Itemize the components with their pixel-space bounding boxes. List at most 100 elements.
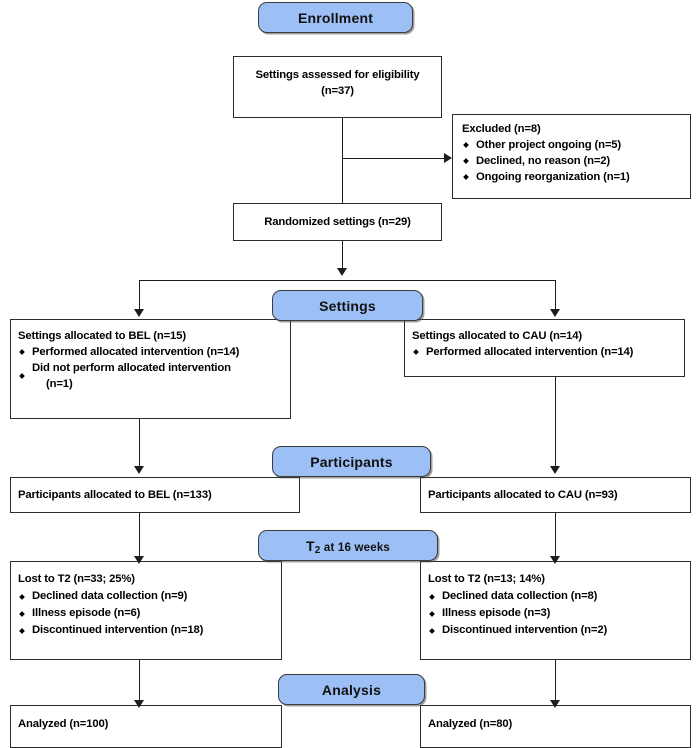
connector-lost-bel-down [139,660,140,702]
arrow-randomized-split-icon [337,268,347,276]
diamond-bullet-icon [19,611,25,617]
lost-bel-item-1: Illness episode (n=6) [32,607,141,620]
diamond-bullet-icon [19,373,25,379]
lost-cau-item-1: Illness episode (n=3) [442,607,551,620]
excluded-reason-0: Other project ongoing (n=5) [476,139,622,152]
list-item: Discontinued intervention (n=2) [428,622,682,639]
alloc-cau-title: Settings allocated to CAU (n=14) [412,330,583,342]
list-item: Illness episode (n=3) [428,605,682,622]
connector-split-bar [139,280,556,281]
connector-part-bel-down [139,513,140,558]
diamond-bullet-icon [463,142,469,148]
node-allocated-cau: Settings allocated to CAU (n=14) Perform… [404,319,685,377]
banner-analysis-label: Analysis [321,681,382,698]
banner-settings: Settings [272,290,423,321]
diamond-bullet-icon [429,593,435,600]
diamond-bullet-icon [19,349,25,355]
arrow-lost-bel-icon [134,700,144,708]
settings-assessed-line1: Settings assessed for eligibility [255,69,420,81]
analyzed-bel-title: Analyzed (n=100) [18,718,109,730]
arrow-to-excluded-icon [444,153,452,163]
banner-analysis: Analysis [278,674,425,705]
banner-enrollment: Enrollment [258,2,413,33]
list-item: Performed allocated intervention (n=14) [412,344,676,360]
diamond-bullet-icon [19,593,25,600]
diamond-bullet-icon [429,628,435,634]
diamond-bullet-icon [429,611,435,617]
banner-t2-label: T2 at 16 weeks [305,537,391,556]
alloc-bel-title: Settings allocated to BEL (n=15) [18,330,186,342]
connector-alloc-cau-down [555,377,556,468]
alloc-cau-item-0: Performed allocated intervention (n=14) [426,346,634,359]
arrow-alloc-cau-icon [550,466,560,474]
node-lost-bel: Lost to T2 (n=33; 25%) Declined data col… [10,561,282,660]
lost-cau-item-0: Declined data collection (n=8) [442,590,598,603]
diamond-bullet-icon [413,349,419,355]
list-item: Declined data collection (n=8) [428,588,682,605]
list-item: Declined data collection (n=9) [18,588,273,605]
list-item: Declined, no reason (n=2) [462,153,682,169]
node-randomized: Randomized settings (n=29) [233,203,442,241]
diamond-bullet-icon [463,174,469,180]
node-excluded: Excluded (n=8) Other project ongoing (n=… [452,114,691,199]
banner-participants-label: Participants [310,453,393,470]
banner-t2-main: T [305,537,315,554]
node-participants-cau: Participants allocated to CAU (n=93) [420,477,691,513]
connector-assessed-to-excluded [342,158,446,159]
connector-split-left [139,280,140,311]
arrow-part-bel-icon [134,556,144,564]
alloc-bel-list: Performed allocated intervention (n=14) … [18,344,282,392]
node-analyzed-cau: Analyzed (n=80) [420,705,691,748]
alloc-bel-item-1-continuation: (n=1) [46,378,73,391]
connector-randomized-down [342,241,343,271]
settings-assessed-line2: (n=37) [321,85,354,98]
alloc-bel-item-1: Did not perform allocated intervention [32,362,231,375]
banner-t2-rest: at 16 weeks [320,541,391,554]
arrow-alloc-bel-icon [134,466,144,474]
node-lost-cau: Lost to T2 (n=13; 14%) Declined data col… [420,561,691,660]
diamond-bullet-icon [463,158,469,164]
connector-alloc-bel-down [139,419,140,468]
list-item: Discontinued intervention (n=18) [18,622,273,639]
alloc-bel-item-0: Performed allocated intervention (n=14) [32,346,240,359]
lost-bel-item-0: Declined data collection (n=9) [32,590,188,603]
list-item: Did not perform allocated intervention (… [18,360,282,392]
lost-cau-list: Declined data collection (n=8) Illness e… [428,588,682,639]
arrow-split-left-icon [134,309,144,317]
list-item: Other project ongoing (n=5) [462,137,682,153]
lost-cau-title: Lost to T2 (n=13; 14%) [428,573,545,585]
arrow-split-right-icon [550,309,560,317]
node-settings-assessed: Settings assessed for eligibility (n=37) [233,56,442,118]
list-item: Illness episode (n=6) [18,605,273,622]
connector-split-right [555,280,556,311]
banner-t2: T2 at 16 weeks [258,530,438,561]
banner-participants: Participants [272,446,431,477]
lost-bel-list: Declined data collection (n=9) Illness e… [18,588,273,639]
connector-lost-cau-down [555,660,556,702]
banner-t2-sub: 2 [314,544,321,556]
node-allocated-bel: Settings allocated to BEL (n=15) Perform… [10,319,291,419]
excluded-title: Excluded (n=8) [462,123,541,135]
connector-part-cau-down [555,513,556,558]
analyzed-cau-title: Analyzed (n=80) [428,718,513,730]
arrow-lost-cau-icon [550,700,560,708]
node-analyzed-bel: Analyzed (n=100) [10,705,282,748]
list-item: Ongoing reorganization (n=1) [462,169,682,185]
lost-bel-item-2: Discontinued intervention (n=18) [32,624,204,637]
diamond-bullet-icon [19,628,25,634]
excluded-reason-2: Ongoing reorganization (n=1) [476,171,630,184]
arrow-part-cau-icon [550,556,560,564]
lost-bel-title: Lost to T2 (n=33; 25%) [18,573,135,585]
part-cau-title: Participants allocated to CAU (n=93) [428,489,618,501]
randomized-title: Randomized settings (n=29) [264,216,411,228]
part-bel-title: Participants allocated to BEL (n=133) [18,489,212,501]
alloc-cau-list: Performed allocated intervention (n=14) [412,344,676,360]
banner-settings-label: Settings [319,297,376,314]
node-participants-bel: Participants allocated to BEL (n=133) [10,477,300,513]
excluded-reason-1: Declined, no reason (n=2) [476,155,611,168]
excluded-reason-list: Other project ongoing (n=5) Declined, no… [462,137,682,185]
banner-enrollment-label: Enrollment [297,9,374,26]
list-item: Performed allocated intervention (n=14) [18,344,282,360]
connector-assessed-to-randomized [342,118,343,203]
